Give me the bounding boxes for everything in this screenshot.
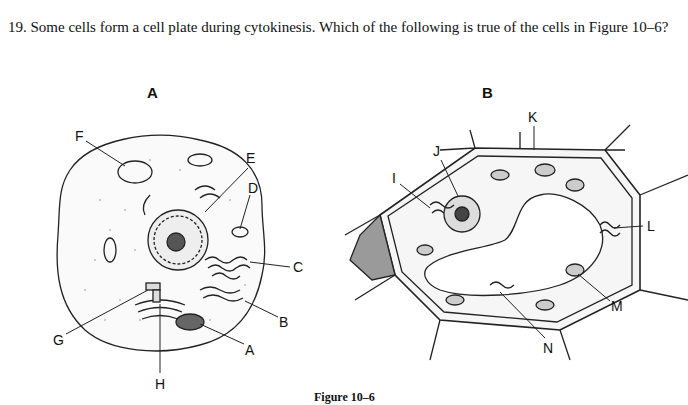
callout-letter: J: [433, 143, 440, 159]
callout-letter: L: [647, 218, 655, 234]
callout-letter: C: [293, 259, 303, 275]
callout-letter: I: [392, 170, 396, 186]
nucleolus: [167, 233, 185, 251]
animal-cell-membrane: [57, 135, 265, 351]
callout-letter: G: [53, 332, 64, 348]
callout-letter: M: [611, 298, 623, 314]
callout-letter: H: [155, 376, 165, 392]
plant-er: [430, 202, 620, 288]
neighbor-cell-walls: [345, 125, 688, 360]
panel-letter: B: [482, 84, 493, 101]
central-vacuole: [425, 194, 603, 295]
chloroplast: [535, 164, 555, 176]
centriole: [146, 283, 160, 290]
leader-lines: [66, 126, 643, 373]
callout-letter: E: [246, 150, 255, 166]
figure-caption: Figure 10–6: [314, 390, 375, 404]
endoplasmic-reticulum: [200, 257, 250, 301]
hatched-wall: [350, 215, 395, 280]
question-text: 19. Some cells form a cell plate during …: [8, 17, 680, 38]
callout-letter: K: [528, 109, 537, 125]
callout-letter: D: [248, 180, 258, 196]
callout-letter: F: [75, 128, 84, 144]
callout-letter: A: [245, 342, 254, 358]
callout-letter: B: [279, 314, 288, 330]
plant-nucleus: [444, 196, 480, 232]
nucleus: [148, 210, 208, 270]
panel-letter: A: [147, 84, 158, 101]
callout-letter: N: [543, 340, 553, 356]
